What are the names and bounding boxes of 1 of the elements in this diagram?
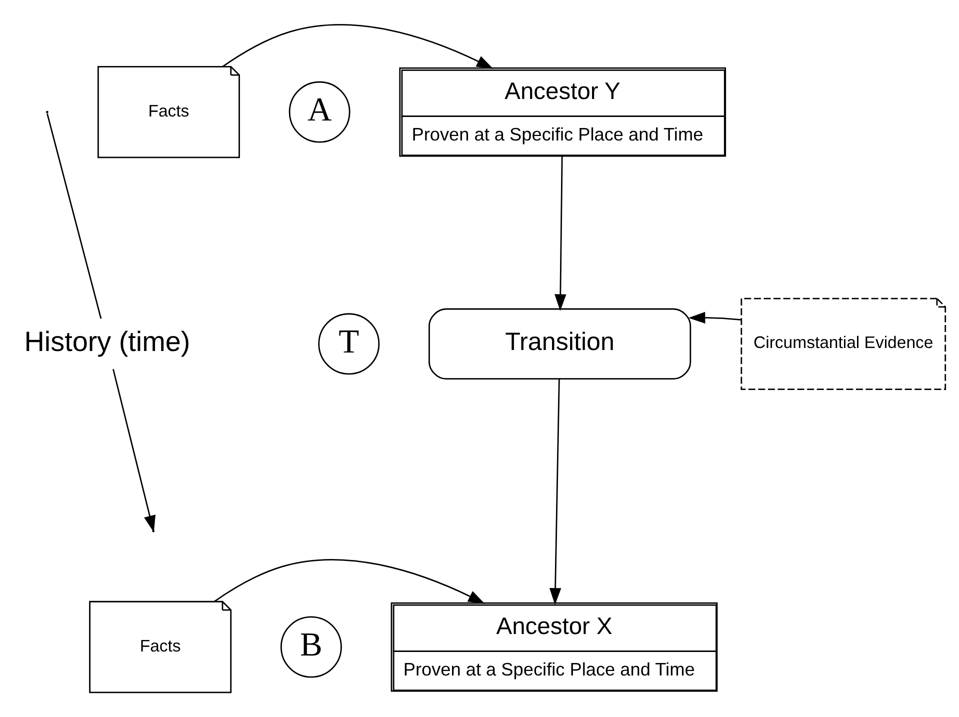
label: History (time): [24, 326, 190, 357]
